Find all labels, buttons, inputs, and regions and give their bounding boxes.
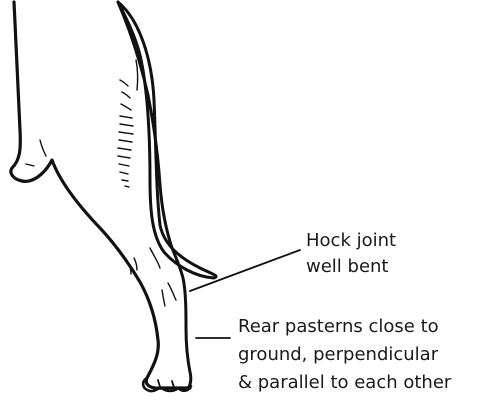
hock-label-line-2: well bent [306,256,389,277]
muscle-shading [118,60,138,187]
thigh-outline [11,2,190,388]
pastern-label-line-1: Rear pasterns close to [238,316,439,337]
pastern-label-line-2: ground, perpendicular [238,344,439,365]
hock-label-line-1: Hock joint [306,230,396,251]
dog-hindquarter-drawing [11,2,216,391]
leg-front-outline [118,2,191,390]
pastern-label-line-3: & parallel to each other [238,372,452,393]
